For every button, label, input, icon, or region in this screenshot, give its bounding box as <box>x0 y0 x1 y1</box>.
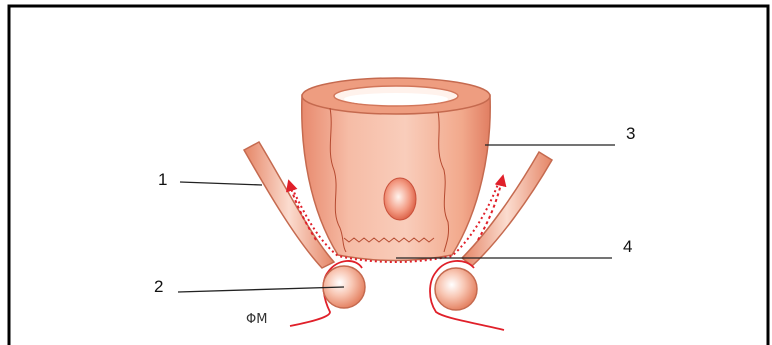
central-lesion <box>384 178 416 220</box>
label-1: 1 <box>158 170 167 189</box>
label-3: 3 <box>626 124 635 143</box>
cup-body <box>302 95 490 261</box>
leader-line-1 <box>180 182 262 185</box>
label-4: 4 <box>623 237 632 256</box>
label-2: 2 <box>154 277 163 296</box>
leader-line-2 <box>178 287 344 292</box>
artist-signature: ΦΜ <box>246 312 267 327</box>
right-ball <box>435 268 477 310</box>
cup-opening-shadow <box>344 93 448 105</box>
